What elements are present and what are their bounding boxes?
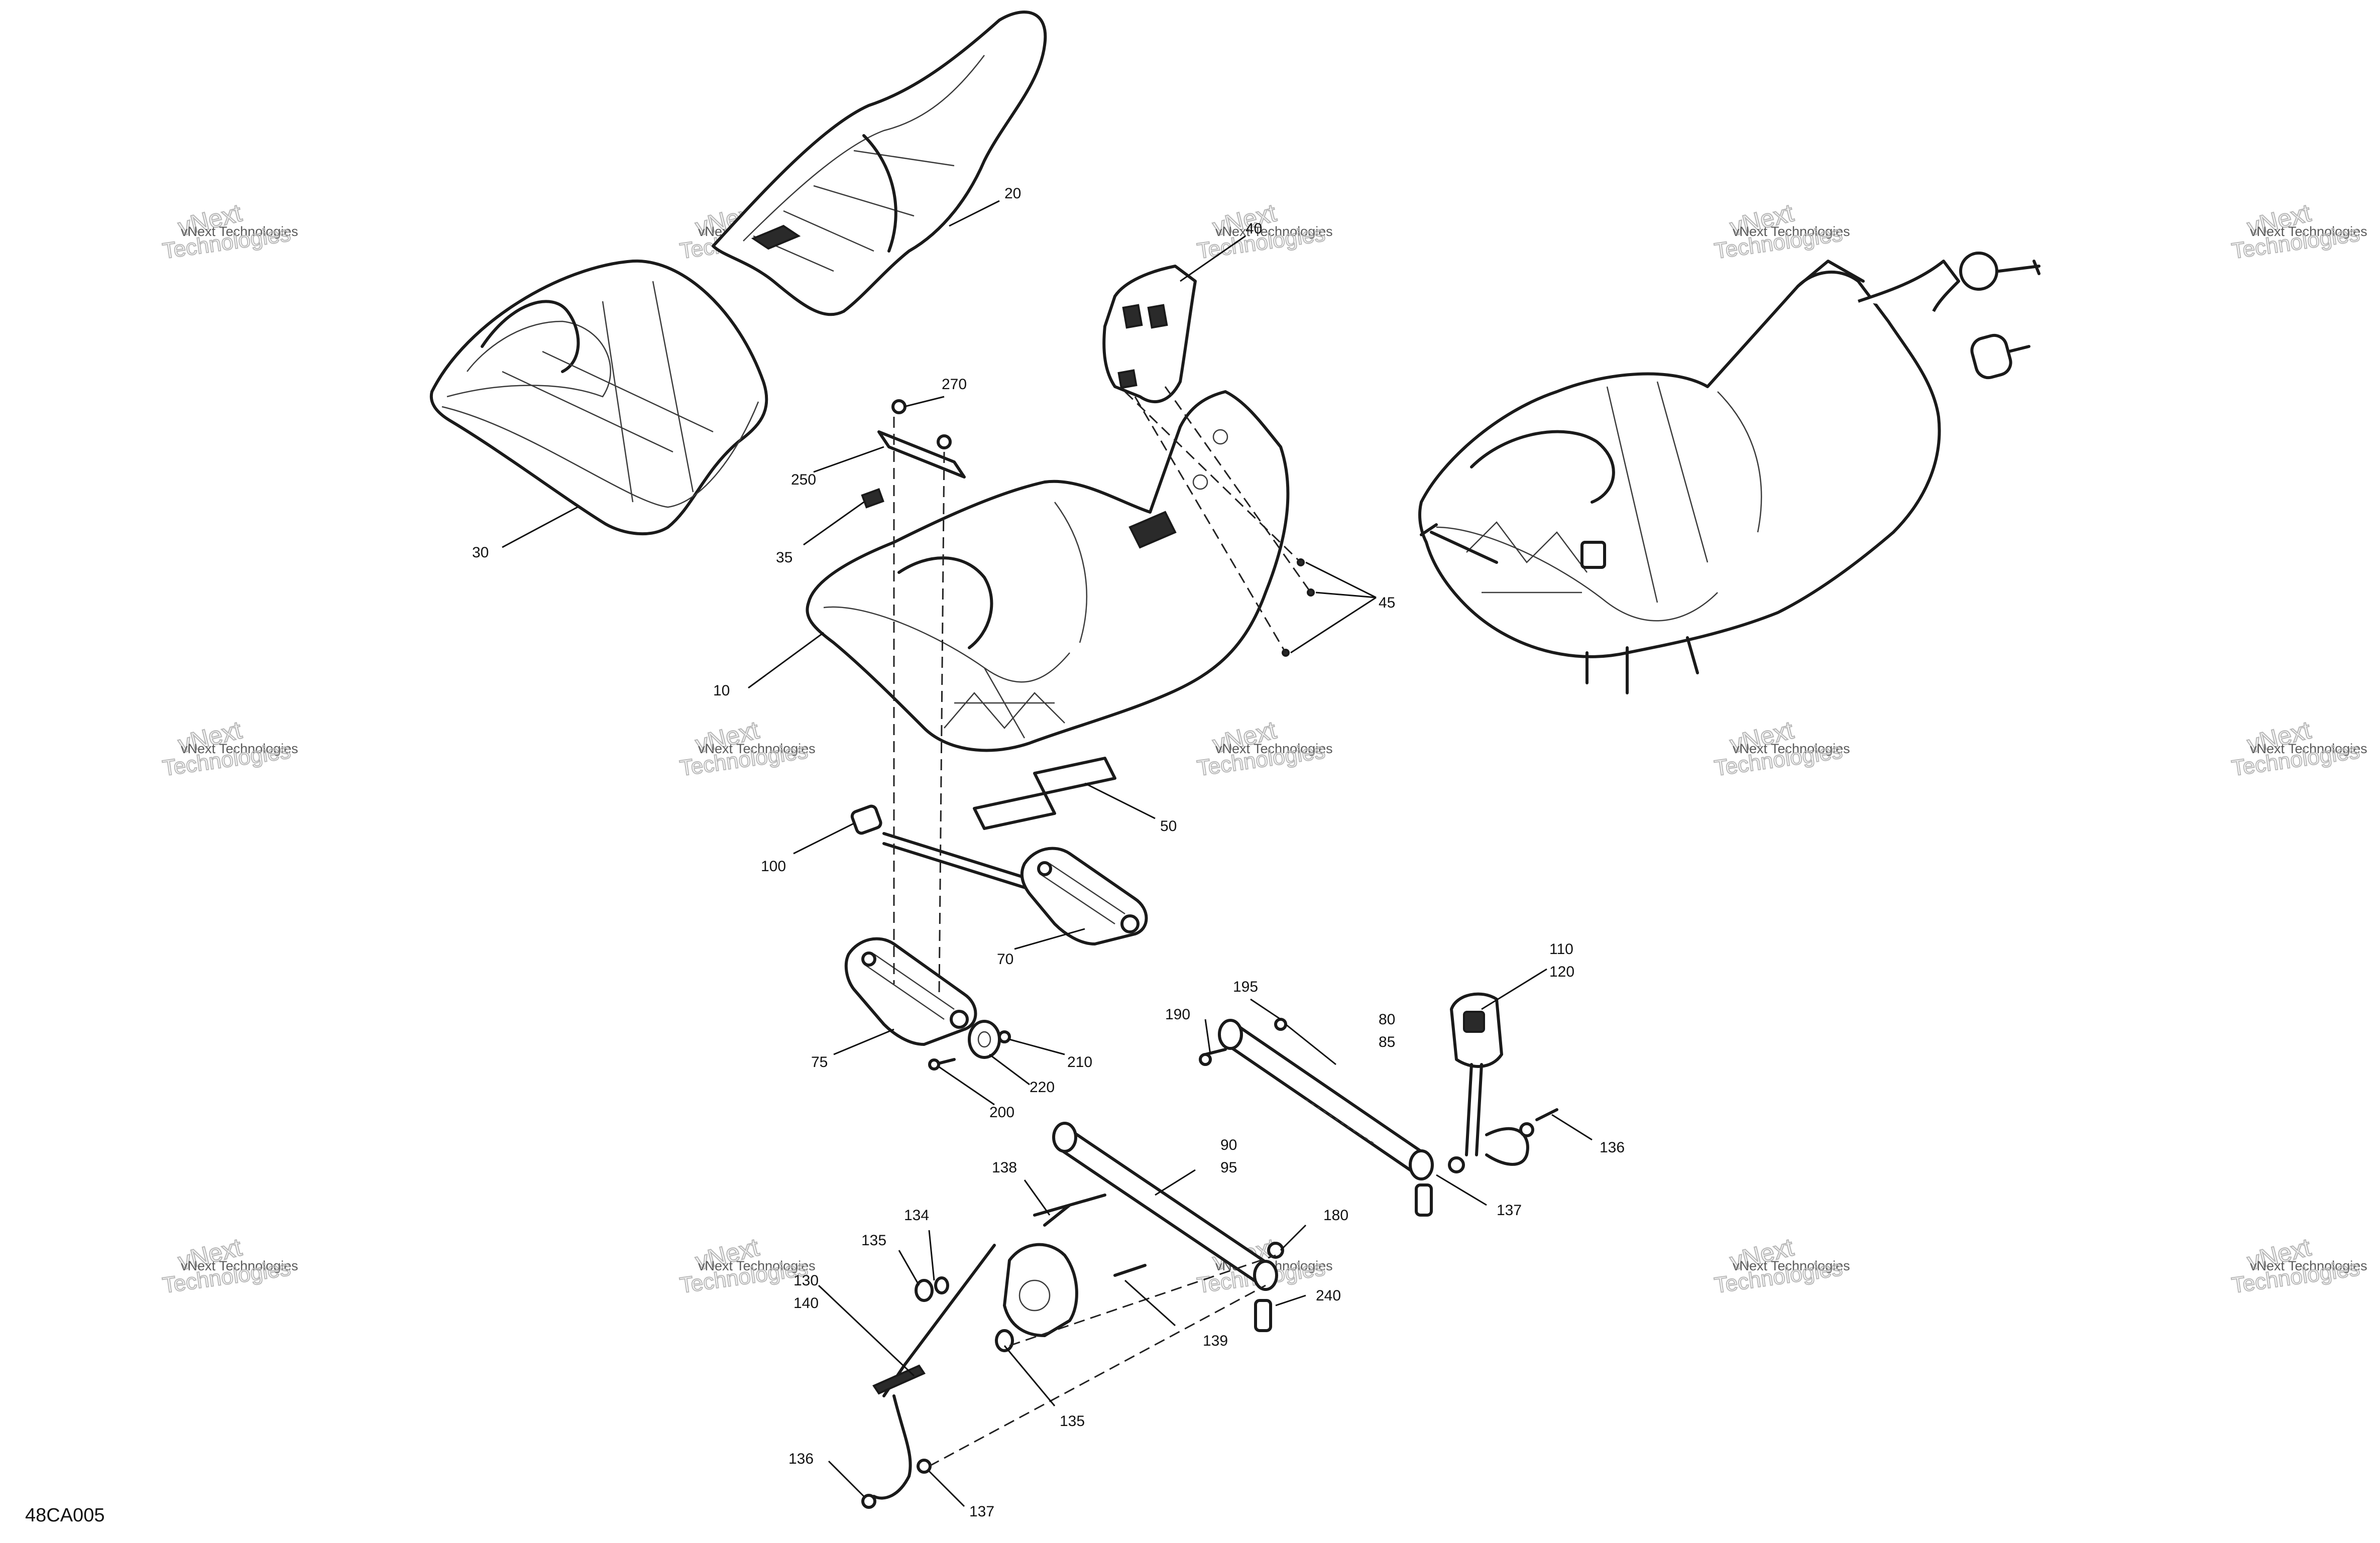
watermark-line1: vNext Technologies	[1215, 741, 1333, 756]
callout-40: 40	[1245, 220, 1262, 237]
part-250-slide-plate	[861, 399, 966, 509]
watermark-line1: vNext Technologies	[181, 741, 298, 756]
callout-200: 200	[989, 1104, 1014, 1121]
watermark: vNext vNext Technologies Technologies	[1195, 198, 1333, 264]
callout-135b: 135	[1060, 1413, 1085, 1430]
part-20-seat-back	[712, 11, 1047, 316]
callout-85: 85	[1379, 1034, 1395, 1050]
callout-195: 195	[1233, 979, 1258, 995]
callout-180: 180	[1323, 1207, 1348, 1224]
callout-135a: 135	[861, 1232, 886, 1249]
watermark-line1: vNext Technologies	[181, 224, 298, 239]
watermark-line1: vNext Technologies	[181, 1258, 298, 1273]
part-75-slide-rail	[844, 937, 977, 1046]
callout-35: 35	[776, 549, 792, 566]
callout-80: 80	[1379, 1011, 1395, 1028]
watermark-line1: vNext Technologies	[2250, 224, 2367, 239]
watermark-line1: vNext Technologies	[2250, 1258, 2367, 1273]
watermark-layer: vNext vNext Technologies Technologies vN…	[161, 198, 2367, 1298]
part-50-labels	[973, 757, 1116, 830]
watermark: vNext vNext Technologies Technologies	[1195, 715, 1333, 781]
callout-120: 120	[1549, 964, 1574, 980]
part-200-220-hardware	[928, 1020, 1011, 1071]
part-70-slide-rail	[1020, 847, 1148, 945]
callout-137a: 137	[1497, 1202, 1522, 1219]
watermark: vNext vNext Technologies Technologies	[2230, 198, 2367, 264]
callout-136b: 136	[788, 1451, 814, 1467]
watermark-line1: vNext Technologies	[1215, 224, 1333, 239]
watermark: vNext vNext Technologies Technologies	[2230, 715, 2367, 781]
callout-140: 140	[794, 1295, 819, 1312]
callout-220: 220	[1030, 1079, 1055, 1096]
callout-95: 95	[1220, 1159, 1237, 1176]
callout-50: 50	[1160, 818, 1177, 835]
callout-190: 190	[1165, 1006, 1190, 1023]
watermark-line1: vNext Technologies	[1733, 1258, 1850, 1273]
watermark-line1: vNext Technologies	[698, 741, 816, 756]
callout-250: 250	[791, 471, 816, 488]
watermark-line1: vNext Technologies	[1733, 741, 1850, 756]
callout-136a: 136	[1600, 1139, 1625, 1156]
watermark-line1: vNext Technologies	[1733, 224, 1850, 239]
watermark-line1: vNext Technologies	[2250, 741, 2367, 756]
callout-240: 240	[1316, 1287, 1341, 1304]
watermark: vNext vNext Technologies Technologies	[678, 715, 816, 781]
callout-20: 20	[1004, 185, 1021, 202]
watermark: vNext vNext Technologies Technologies	[1713, 715, 1850, 781]
callout-210: 210	[1067, 1054, 1092, 1071]
leader-lines	[502, 200, 1593, 1507]
watermark: vNext vNext Technologies Technologies	[161, 715, 298, 781]
callout-45: 45	[1379, 595, 1395, 611]
part-130-seatbelt-retractor	[861, 1194, 1147, 1509]
part-30-seat-cushion	[429, 259, 768, 536]
callout-134: 134	[904, 1207, 929, 1224]
watermark: vNext vNext Technologies Technologies	[1713, 198, 1850, 264]
part-110-seat-buckle	[1448, 992, 1558, 1173]
callout-10: 10	[713, 682, 730, 699]
watermark-line1: vNext Technologies	[698, 1258, 816, 1273]
document-id: 48CA005	[25, 1505, 104, 1526]
part-80-rear-tube	[1199, 1018, 1434, 1217]
alignment-lines	[893, 386, 1312, 1467]
callout-30: 30	[472, 544, 489, 561]
callout-110: 110	[1549, 941, 1573, 958]
watermark: vNext vNext Technologies Technologies	[161, 1232, 298, 1298]
callout-137b: 137	[969, 1503, 994, 1520]
part-40-headrest-pad	[1102, 265, 1197, 403]
callout-75: 75	[811, 1054, 828, 1071]
callout-numbers: 20 40 30 35 250 270 45 10 50 100 70 75 2…	[472, 185, 1625, 1520]
callout-90: 90	[1220, 1137, 1237, 1153]
part-90-front-tube	[1052, 1122, 1284, 1332]
callout-100: 100	[761, 858, 786, 875]
watermark: vNext vNext Technologies Technologies	[1713, 1232, 1850, 1298]
callout-270: 270	[942, 376, 967, 393]
assembled-seat-view	[1418, 252, 2041, 694]
part-10-seat-frame	[806, 390, 1290, 752]
callout-70: 70	[997, 951, 1013, 968]
watermark: vNext vNext Technologies Technologies	[161, 198, 298, 264]
callout-138: 138	[992, 1159, 1017, 1176]
watermark: vNext vNext Technologies Technologies	[2230, 1232, 2367, 1298]
callout-130: 130	[794, 1272, 819, 1289]
callout-139: 139	[1203, 1333, 1228, 1349]
part-100-adjuster-knob	[850, 804, 1046, 895]
